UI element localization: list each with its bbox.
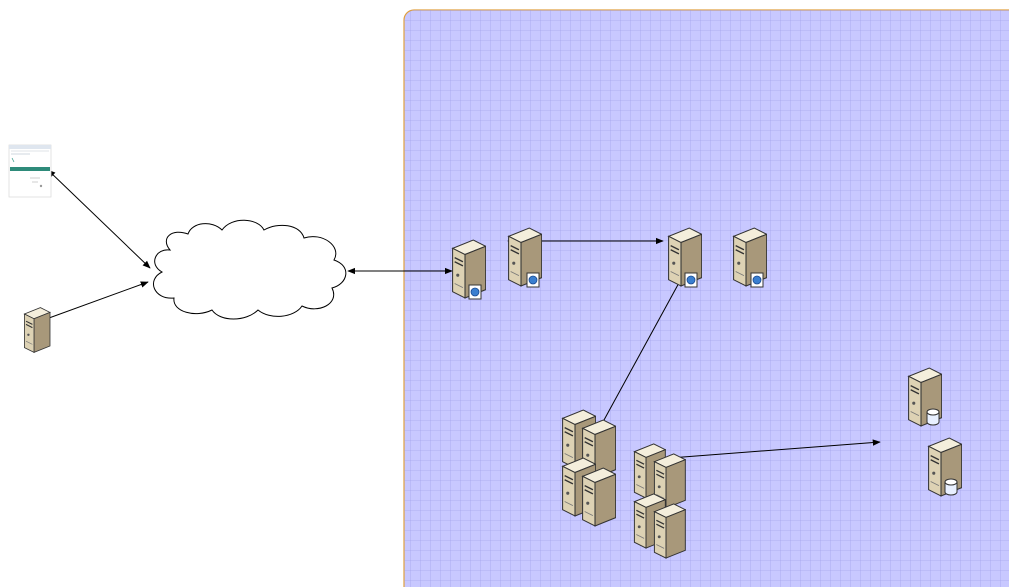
web-server-1 bbox=[451, 239, 486, 300]
server-cluster-icon bbox=[561, 409, 616, 527]
cloud-icon bbox=[153, 219, 347, 320]
server-tower-icon bbox=[23, 307, 51, 353]
database-icon bbox=[926, 408, 940, 426]
edge-remote-internet bbox=[37, 281, 149, 323]
web-server-badge-icon bbox=[526, 272, 540, 288]
network-zone bbox=[403, 9, 1009, 587]
web-server-badge-icon bbox=[750, 272, 764, 288]
web-browser-screenshot-icon bbox=[8, 144, 52, 198]
database-icon bbox=[944, 478, 958, 496]
web-server-badge-icon bbox=[468, 284, 482, 300]
web-server-badge-icon bbox=[684, 272, 698, 288]
edge-browser-internet bbox=[47, 169, 151, 269]
web-server-2 bbox=[507, 227, 542, 288]
web-server-3 bbox=[667, 227, 702, 288]
database-server-2 bbox=[927, 437, 962, 497]
database-server-1 bbox=[907, 367, 942, 427]
edge-cluster2-db1 bbox=[669, 439, 881, 459]
web-server-4 bbox=[732, 227, 767, 288]
server-cluster-icon bbox=[633, 443, 686, 559]
edge-cluster1-web3 bbox=[603, 269, 687, 421]
